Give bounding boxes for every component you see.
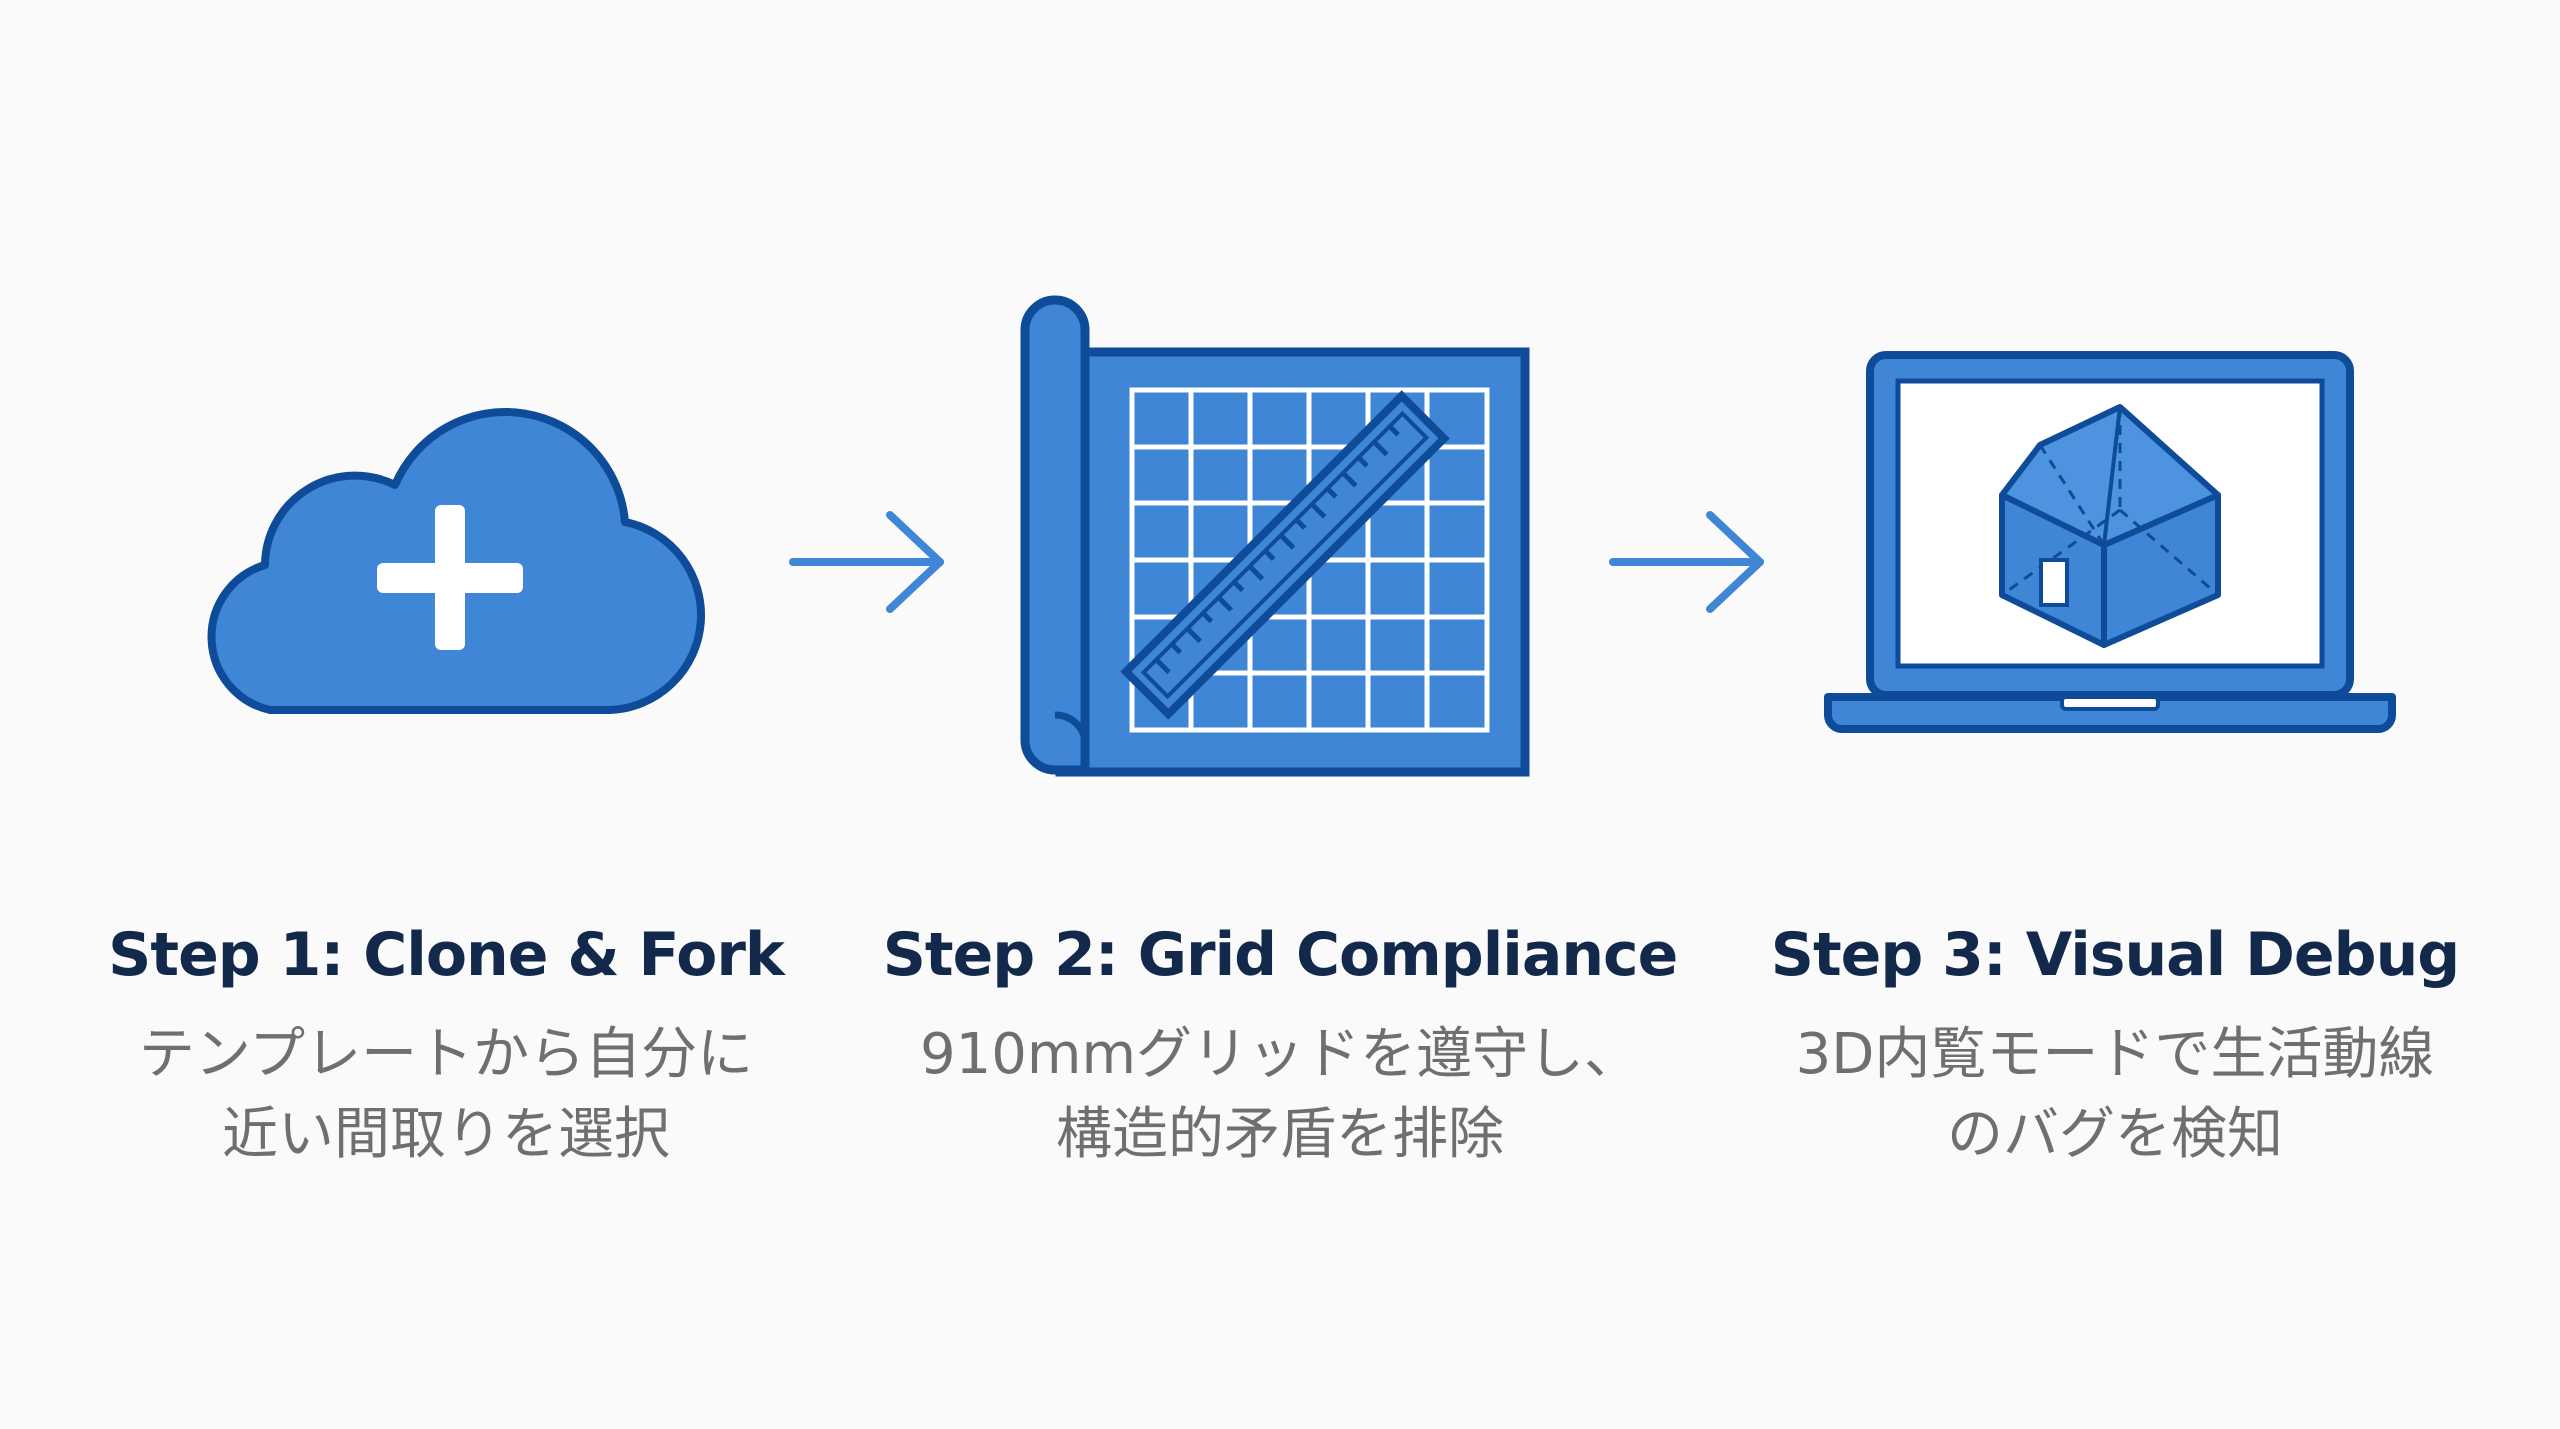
step-1-block: Step 1: Clone & Fork テンプレートから自分に 近い間取りを選… (36, 905, 856, 1175)
step-1-desc-line-1: テンプレートから自分に (138, 1022, 754, 1087)
blueprint-ruler-icon (1020, 295, 1530, 777)
step-1-title: Step 1: Clone & Fork (108, 920, 785, 990)
laptop-house-icon (1824, 351, 2396, 733)
step-2-desc-line-1: 910mmグリッドを遵守し、 (920, 1022, 1640, 1087)
step-3-title: Step 3: Visual Debug (1770, 920, 2461, 990)
step-3-desc-line-2: のバグを検知 (1947, 1102, 2283, 1167)
step-3-desc-line-1: 3D内覧モードで生活動線 (1795, 1022, 2435, 1087)
arrow-right-icon (1609, 511, 1764, 613)
step-2-desc-line-2: 構造的矛盾を排除 (1056, 1102, 1504, 1167)
step-2-block: Step 2: Grid Compliance 910mmグリッドを遵守し、 構… (870, 905, 1690, 1175)
arrow-right-icon (789, 511, 944, 613)
cloud-plus-icon (207, 408, 706, 714)
step-3-block: Step 3: Visual Debug 3D内覧モードで生活動線 のバグを検知 (1705, 905, 2525, 1175)
step-2-title: Step 2: Grid Compliance (882, 920, 1679, 990)
step-1-desc-line-2: 近い間取りを選択 (222, 1102, 670, 1167)
